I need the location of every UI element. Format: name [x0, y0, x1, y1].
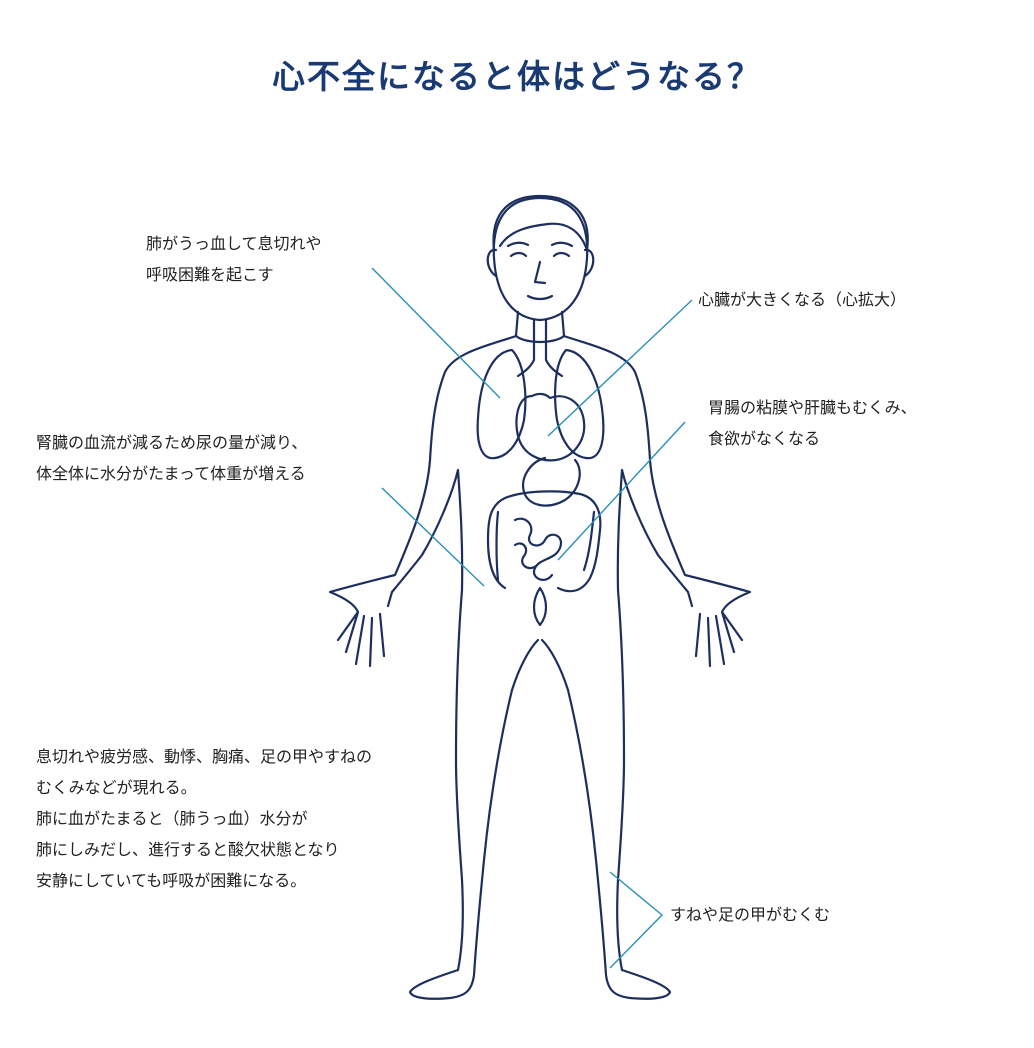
annotation-symptoms: 息切れや疲労感、動悸、胸痛、足の甲やすねの むくみなどが現れる。 肺に血がたまる… [36, 747, 373, 890]
rectum [532, 586, 548, 627]
leader-kidney [381, 487, 485, 587]
body-outline-left [328, 310, 540, 1000]
page-title: 心不全になると体はどうなる？ [272, 57, 762, 96]
annotation-kidney: 腎臓の血流が減るため尿の量が減り、 体全体に水分がたまって体重が増える [36, 433, 308, 483]
nose [533, 260, 547, 285]
collar [514, 334, 566, 344]
trachea [516, 318, 564, 378]
lung-left [476, 348, 527, 460]
eye-right [552, 251, 571, 258]
leader-gut [557, 421, 686, 561]
large-intestine-inner [495, 510, 596, 582]
annotation-heart: 心臓が大きくなる（心拡大） [698, 290, 907, 309]
mouth [526, 294, 554, 301]
ear-left [486, 248, 498, 278]
annotation-gut: 胃腸の粘膜や肝臓もむくみ、 食欲がなくなる [708, 398, 917, 448]
lung-right [554, 348, 605, 460]
eyebrow-left [506, 241, 530, 248]
large-intestine [486, 490, 602, 593]
head-outline [492, 196, 589, 322]
leader-heart [547, 299, 693, 437]
body-outline-right [540, 310, 752, 1000]
leader-legs [609, 871, 664, 969]
eye-left [509, 251, 528, 258]
annotation-lungs: 肺がうっ血して息切れや 呼吸困難を起こす [146, 234, 322, 284]
leader-lungs [371, 267, 501, 399]
heart [515, 392, 586, 462]
annotation-legs: すねや足の甲がむくむ [670, 905, 831, 924]
eyebrow-right [550, 241, 574, 248]
hair [492, 194, 589, 252]
ear-right [583, 248, 595, 278]
stomach [522, 456, 581, 507]
small-intestine [513, 517, 563, 581]
